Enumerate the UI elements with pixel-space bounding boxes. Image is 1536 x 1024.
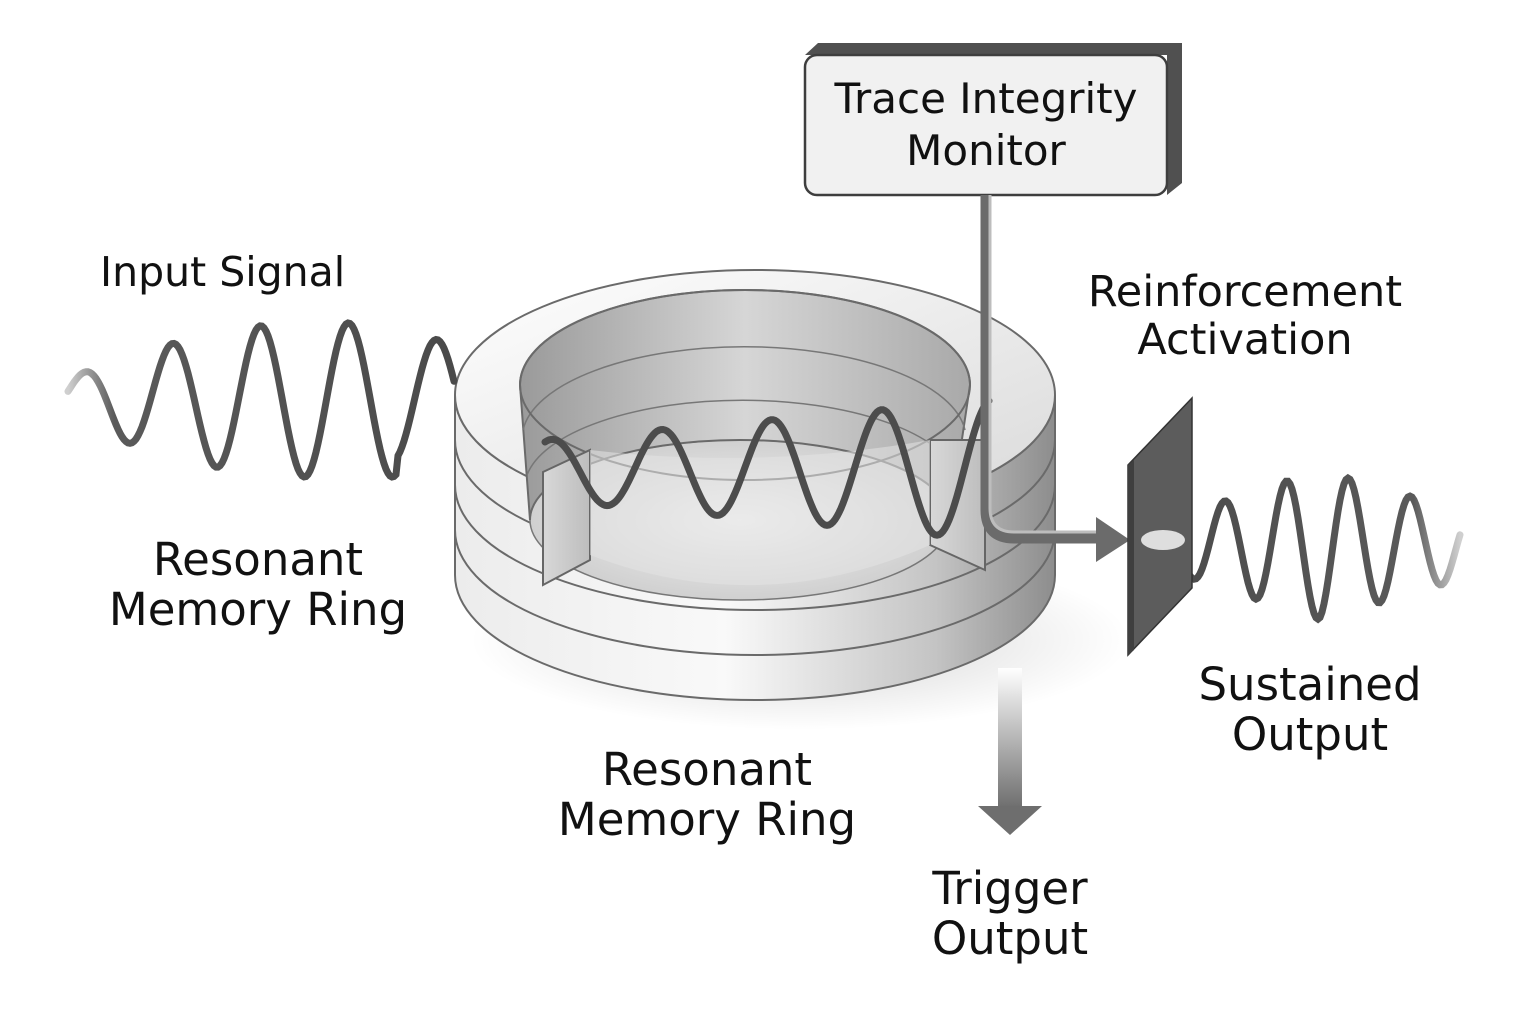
reinforcement-panel-edge	[1128, 460, 1134, 655]
trigger-output-label: Trigger Output	[931, 862, 1089, 966]
ring-inner-layer-line	[522, 346, 966, 431]
trigger-arrow-icon	[978, 806, 1042, 835]
reinforcement-activation-label: Reinforcement Activation	[1087, 267, 1403, 366]
trace-integrity-monitor-label: Trace Integrity Monitor	[834, 73, 1138, 176]
monitor-connector-rod	[980, 195, 1100, 544]
trace-integrity-monitor: Trace Integrity Monitor	[805, 55, 1167, 195]
monitor-connector-highlight	[988, 195, 1100, 534]
sustained-output-label: Sustained Output	[1198, 658, 1422, 762]
ring-layer-line	[454, 484, 1056, 611]
input-signal-label: Input Signal	[100, 248, 346, 296]
ring-cut-floor	[590, 440, 930, 586]
memory-ring-label-bottom: Resonant Memory Ring	[557, 743, 857, 847]
ring-layer-line	[454, 529, 1056, 656]
memory-ring-label-left: Resonant Memory Ring	[108, 533, 408, 637]
trigger-arrow-shaft	[998, 668, 1022, 808]
activation-arrow-icon	[1096, 517, 1130, 562]
input-signal-wave	[64, 319, 458, 481]
sustained-output-wave	[1146, 473, 1464, 624]
panel-glow	[1141, 530, 1185, 550]
ring-internal-wave	[541, 397, 993, 539]
reinforcement-panel	[1127, 396, 1193, 657]
